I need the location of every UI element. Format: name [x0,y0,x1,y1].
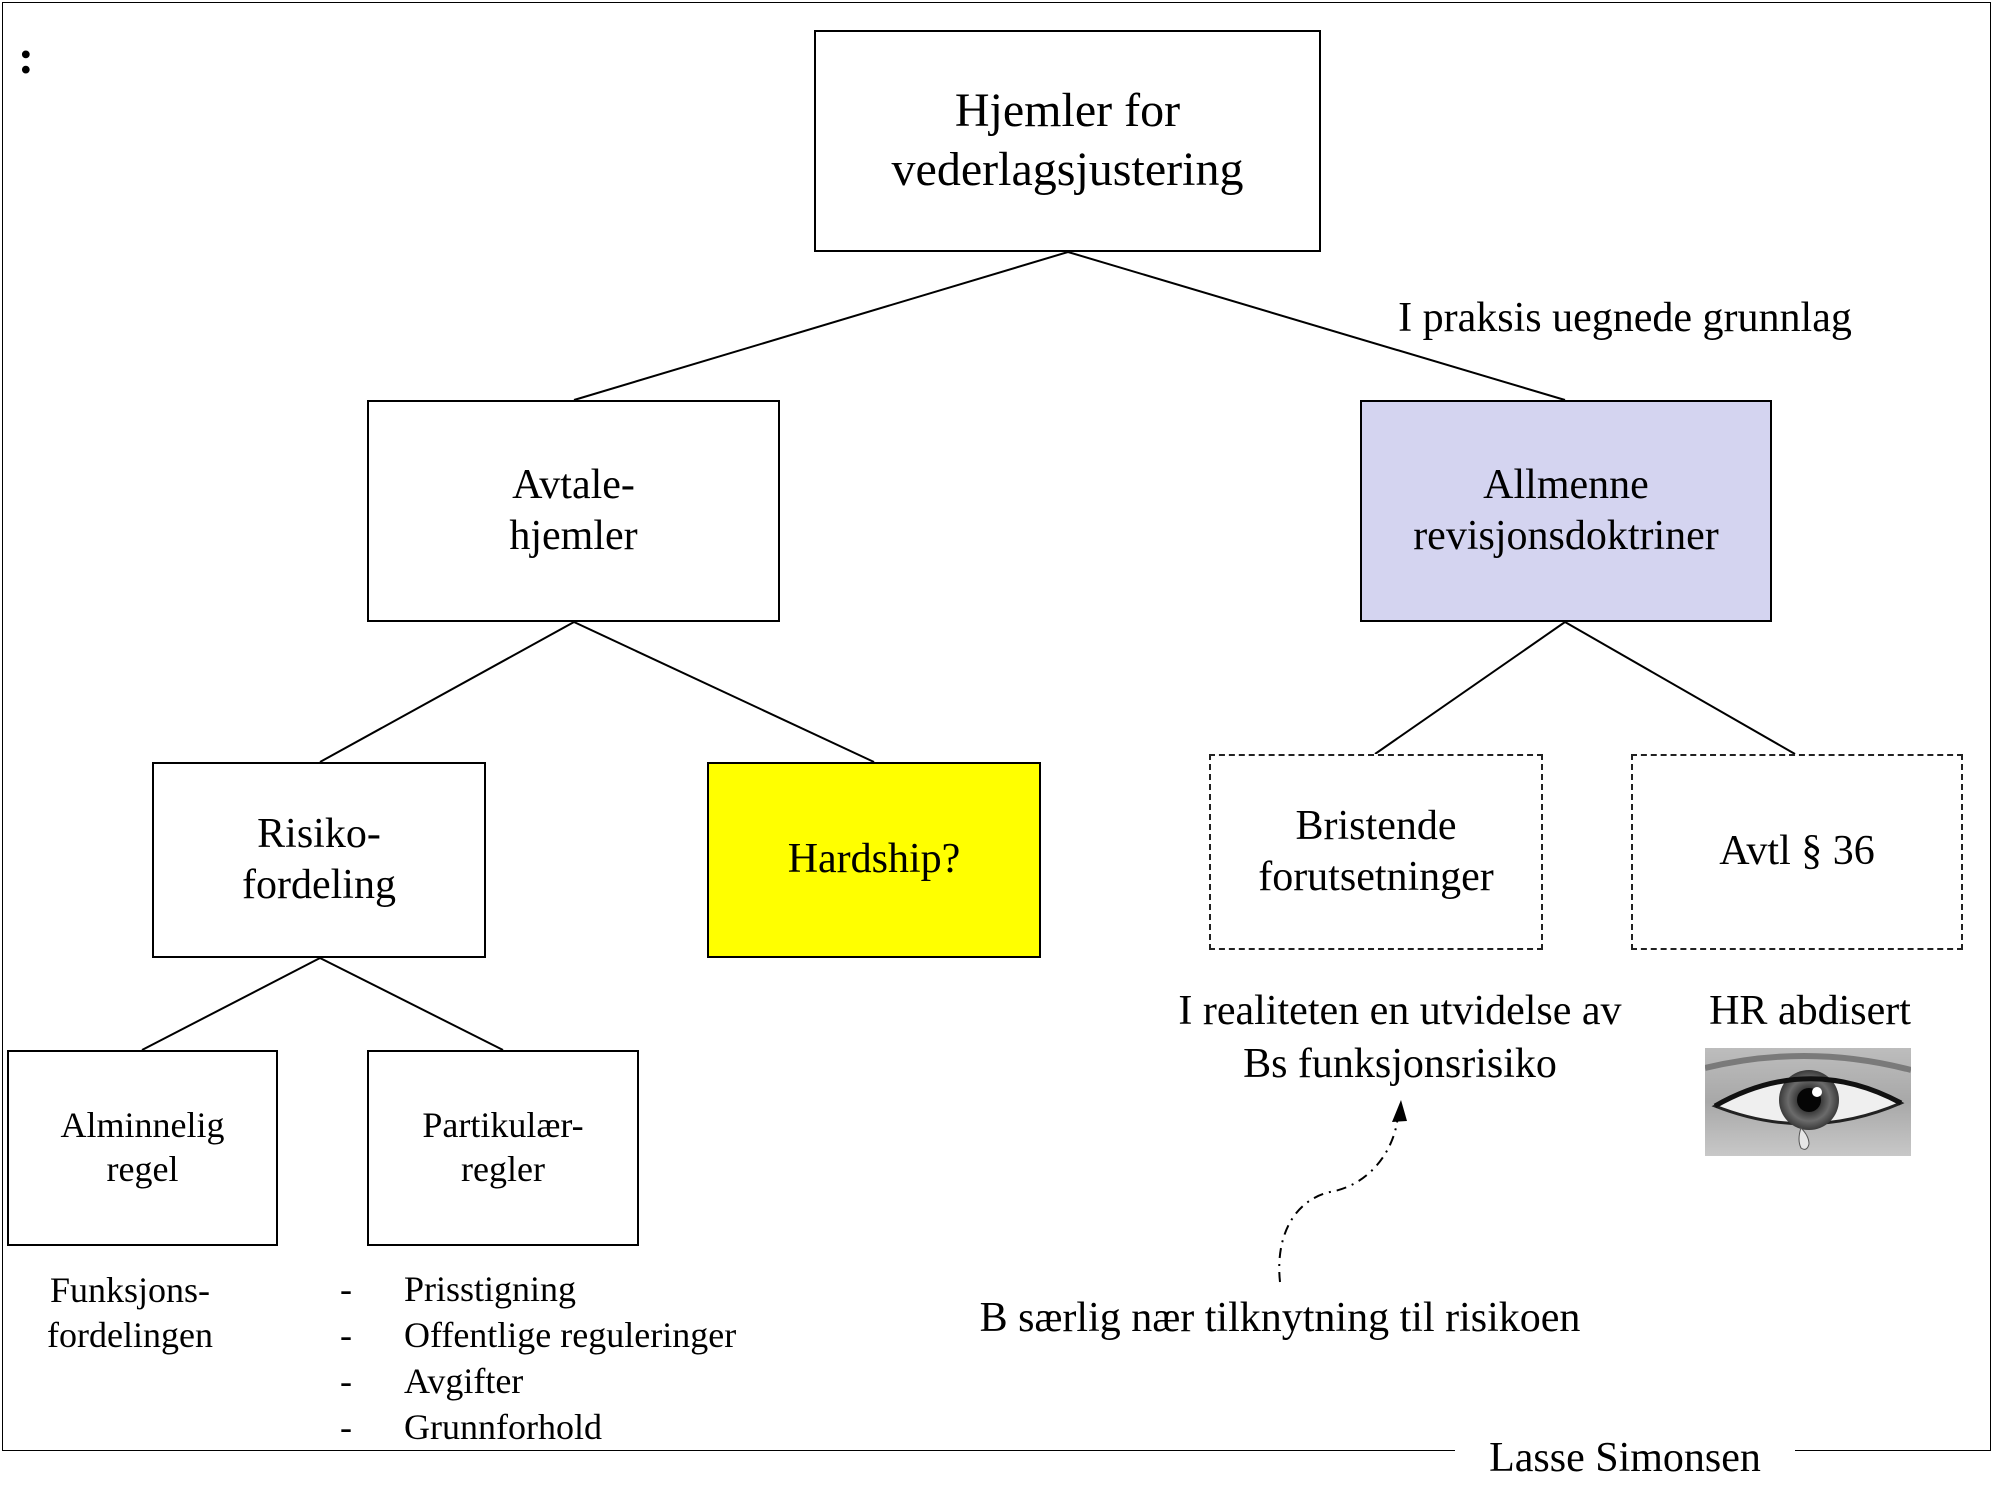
list-item-label: Prisstigning [404,1269,577,1309]
node-root: Hjemler for vederlagsjustering [814,30,1321,252]
slide-frame [2,2,1991,1451]
node-partikular: Partikulær- regler [367,1050,639,1246]
annotation-funksjons: Funksjons- fordelingen [47,1270,213,1355]
node-bristende: Bristende forutsetninger [1209,754,1543,950]
annotation-realiteten: I realiteten en utvidelse av Bs funksjon… [1178,988,1622,1087]
list-item: - Grunnforhold [340,1404,736,1450]
annotation-hr: HR abdisert [1709,988,1911,1034]
edge-allmenne-avtl36 [1564,621,1796,755]
list-item: - Offentlige reguleringer [340,1312,736,1358]
edge-risiko-partikular [319,957,504,1051]
node-risiko: Risiko- fordeling [152,762,486,958]
partikular-list: - Prisstigning - Offentlige reguleringer… [340,1266,736,1450]
node-avtl36: Avtl § 36 [1631,754,1963,950]
edge-avtale-hardship [573,621,875,763]
list-item: - Prisstigning [340,1266,736,1312]
bullet-dash: - [340,1269,352,1309]
node-avtale: Avtale- hjemler [367,400,780,622]
bullet-dash: - [340,1407,352,1447]
edge-allmenne-bristende [1374,621,1566,755]
crying-eye-image [1705,1048,1911,1156]
node-hardship-label: Hardship? [787,836,961,883]
list-item-label: Offentlige reguleringer [404,1315,737,1355]
dashed-arrow [1278,1114,1399,1283]
arrow-head [1392,1100,1407,1122]
bullet-dash: - [340,1361,352,1401]
node-avtale-label: Avtale- hjemler [509,461,638,559]
node-alminnelig-label: Alminnelig regel [60,1105,225,1189]
node-root-label: Hjemler for vederlagsjustering [891,84,1244,196]
edge-root-allmenne [1067,251,1566,401]
node-allmenne: Allmenne revisjonsdoktriner [1360,400,1772,622]
node-avtl36-label: Avtl § 36 [1719,828,1875,875]
bullet-dash: - [340,1315,352,1355]
list-item: - Avgifter [340,1358,736,1404]
edge-avtale-risiko [319,621,575,763]
node-hardship: Hardship? [707,762,1041,958]
annotation-praksis: I praksis uegnede grunnlag [1398,295,1852,341]
list-item-label: Avgifter [404,1361,524,1401]
node-allmenne-label: Allmenne revisjonsdoktriner [1413,461,1719,559]
node-alminnelig: Alminnelig regel [7,1050,278,1246]
node-risiko-label: Risiko- fordeling [242,810,396,908]
edge-risiko-alminnelig [141,957,321,1051]
node-bristende-label: Bristende forutsetninger [1258,802,1494,900]
corner-mark: : [18,31,34,84]
node-partikular-label: Partikulær- regler [422,1105,584,1189]
edge-root-avtale [573,251,1069,401]
annotation-b-saerlig: B særlig nær tilknytning til risikoen [979,1295,1581,1341]
list-item-label: Grunnforhold [404,1407,602,1447]
footer-author: Lasse Simonsen [1455,1432,1795,1485]
